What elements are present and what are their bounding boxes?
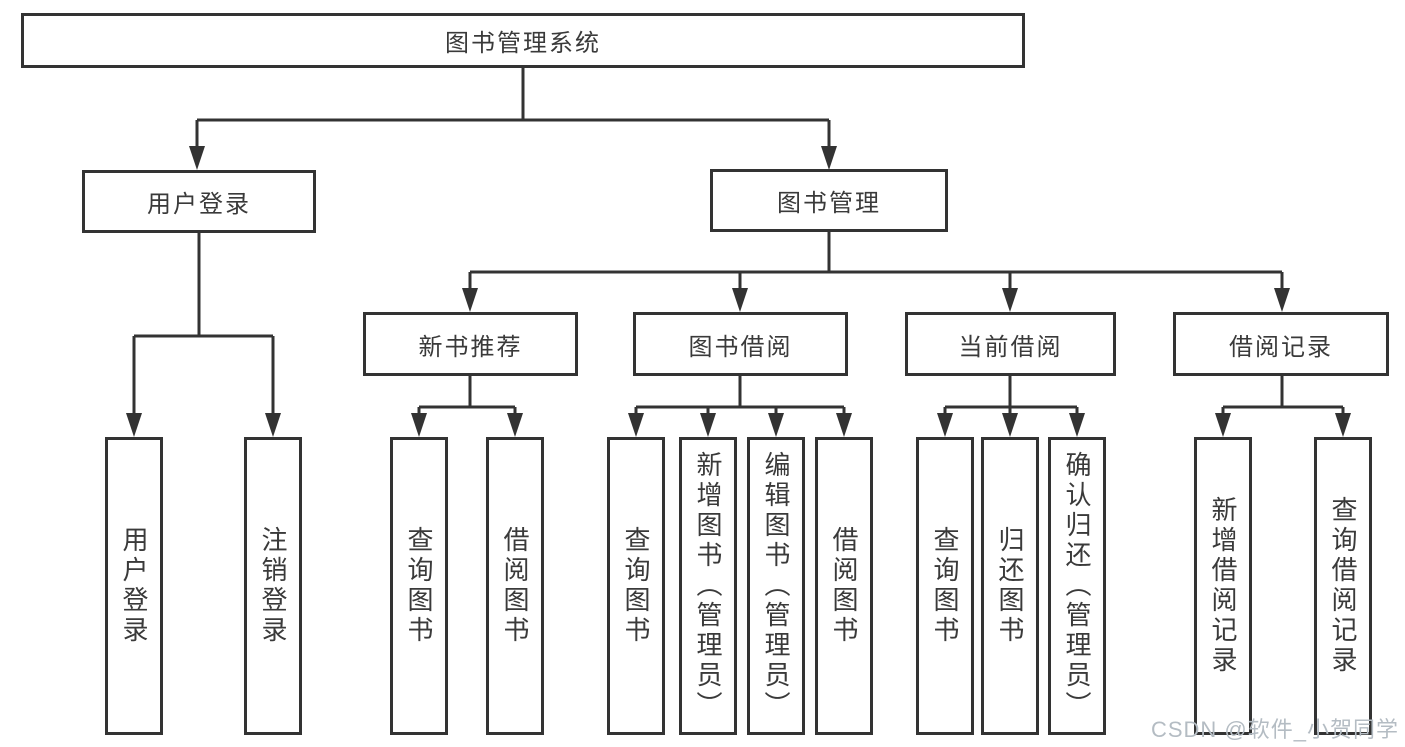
arrowheads (126, 146, 1351, 437)
node-confirm-return-admin: 确认归还（管理员） (1048, 437, 1106, 735)
node-query-books-current: 查询图书 (916, 437, 974, 735)
arrow-icon (768, 413, 784, 437)
node-add-books-admin: 新增图书（管理员） (679, 437, 737, 735)
node-logout: 注销登录 (244, 437, 302, 735)
arrow-icon (1069, 413, 1085, 437)
node-borrow-books: 借阅图书 (815, 437, 873, 735)
node-return-books: 归还图书 (981, 437, 1039, 735)
arrow-icon (628, 413, 644, 437)
node-new-book-recommend: 新书推荐 (363, 312, 578, 376)
arrow-icon (189, 146, 205, 170)
node-query-books-recommend: 查询图书 (390, 437, 448, 735)
node-edit-books-admin: 编辑图书（管理员） (747, 437, 805, 735)
node-user-login-leaf: 用户登录 (105, 437, 163, 735)
arrow-icon (1002, 288, 1018, 312)
csdn-watermark: CSDN @软件_小贺同学 (1150, 717, 1399, 742)
arrow-icon (1335, 413, 1351, 437)
arrow-icon (1215, 413, 1231, 437)
arrow-icon (836, 413, 852, 437)
arrow-icon (821, 146, 837, 170)
node-add-borrow-record: 新增借阅记录 (1194, 437, 1252, 735)
node-borrow-record: 借阅记录 (1173, 312, 1389, 376)
node-query-borrow-record: 查询借阅记录 (1314, 437, 1372, 735)
arrow-icon (700, 413, 716, 437)
node-book-management-branch: 图书管理 (710, 169, 948, 232)
node-current-borrow: 当前借阅 (905, 312, 1116, 376)
connector-segments (132, 68, 1345, 420)
arrow-icon (126, 413, 142, 437)
node-user-login-branch: 用户登录 (82, 170, 316, 233)
arrow-icon (732, 288, 748, 312)
arrow-icon (265, 413, 281, 437)
node-library-management-system: 图书管理系统 (21, 13, 1025, 68)
node-book-borrow: 图书借阅 (633, 312, 848, 376)
arrow-icon (937, 413, 953, 437)
node-query-books-borrow: 查询图书 (607, 437, 665, 735)
arrow-icon (1274, 288, 1290, 312)
arrow-icon (411, 413, 427, 437)
node-borrow-books-recommend: 借阅图书 (486, 437, 544, 735)
arrow-icon (507, 413, 523, 437)
arrow-icon (1002, 413, 1018, 437)
arrow-icon (462, 288, 478, 312)
